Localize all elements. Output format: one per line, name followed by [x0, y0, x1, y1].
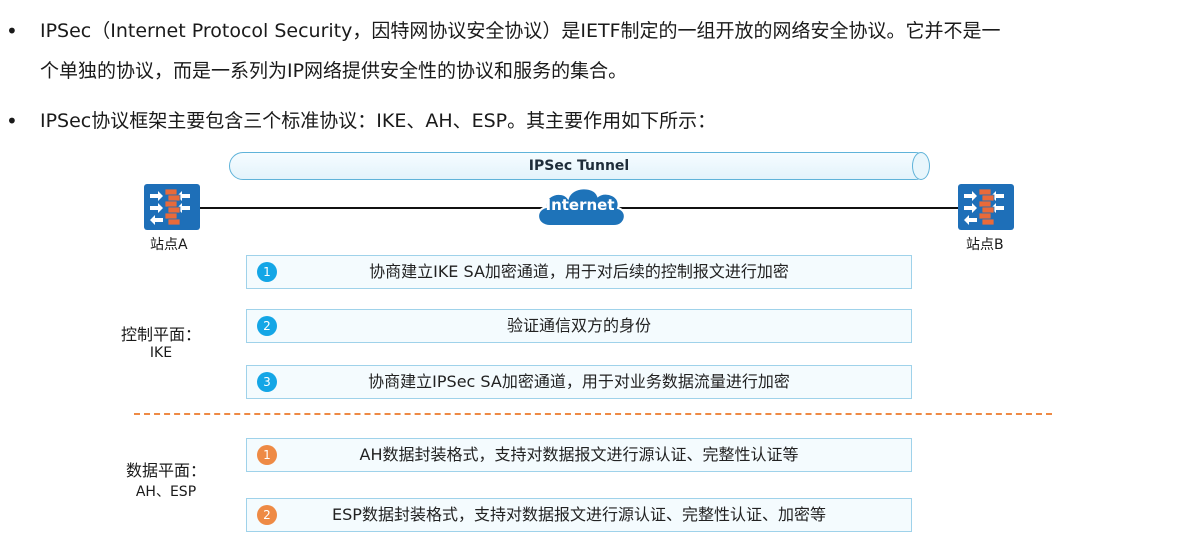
internet-cloud-icon: Internet	[530, 182, 630, 236]
tunnel-end-cap	[912, 152, 930, 180]
data-plane-title: 数据平面：	[126, 461, 207, 480]
firewall-a-icon	[144, 184, 200, 230]
site-a-label: 站点A	[150, 237, 188, 253]
step-text: 验证通信双方的身份	[506, 316, 651, 335]
control-plane-protocol: IKE	[149, 345, 173, 361]
step-badge: 2	[257, 316, 277, 336]
step-text: AH数据封装格式，支持对数据报文进行源认证、完整性认证等	[359, 445, 799, 464]
step-text: 协商建立IPSec SA加密通道，用于对业务数据流量进行加密	[368, 372, 790, 391]
control-step-box: 3 协商建立IPSec SA加密通道，用于对业务数据流量进行加密	[246, 365, 912, 399]
site-b-label: 站点B	[966, 237, 1004, 253]
data-plane-protocols: AH、ESP	[135, 484, 197, 500]
plane-divider	[134, 413, 1052, 415]
step-badge: 2	[257, 505, 277, 525]
step-badge: 1	[257, 445, 277, 465]
data-step-box: 1 AH数据封装格式，支持对数据报文进行源认证、完整性认证等	[246, 438, 912, 472]
firewall-b-icon	[958, 184, 1014, 230]
data-plane-label: 数据平面： AH、ESP	[126, 457, 206, 501]
data-step-box: 2 ESP数据封装格式，支持对数据报文进行源认证、完整性认证、加密等	[246, 498, 912, 532]
tunnel-label: IPSec Tunnel	[528, 158, 630, 174]
ipsec-tunnel	[229, 152, 929, 180]
bullet-dot: •	[6, 19, 18, 43]
step-text: ESP数据封装格式，支持对数据报文进行源认证、完整性认证、加密等	[332, 505, 826, 524]
control-plane-title: 控制平面：	[121, 325, 202, 344]
bullet-1-line-1: IPSec（Internet Protocol Security，因特网协议安全…	[40, 20, 1001, 42]
control-step-box: 1 协商建立IKE SA加密通道，用于对后续的控制报文进行加密	[246, 255, 912, 289]
bullet-2-line-1: IPSec协议框架主要包含三个标准协议：IKE、AH、ESP。其主要作用如下所示…	[40, 110, 717, 132]
step-text: 协商建立IKE SA加密通道，用于对后续的控制报文进行加密	[369, 262, 789, 281]
internet-label: Internet	[545, 196, 615, 214]
step-badge: 3	[257, 372, 277, 392]
step-badge: 1	[257, 262, 277, 282]
bullet-dot: •	[6, 109, 18, 133]
control-step-box: 2 验证通信双方的身份	[246, 309, 912, 343]
control-plane-label: 控制平面： IKE	[121, 321, 201, 361]
bullet-1-line-2: 个单独的协议，而是一系列为IP网络提供安全性的协议和服务的集合。	[40, 60, 628, 82]
